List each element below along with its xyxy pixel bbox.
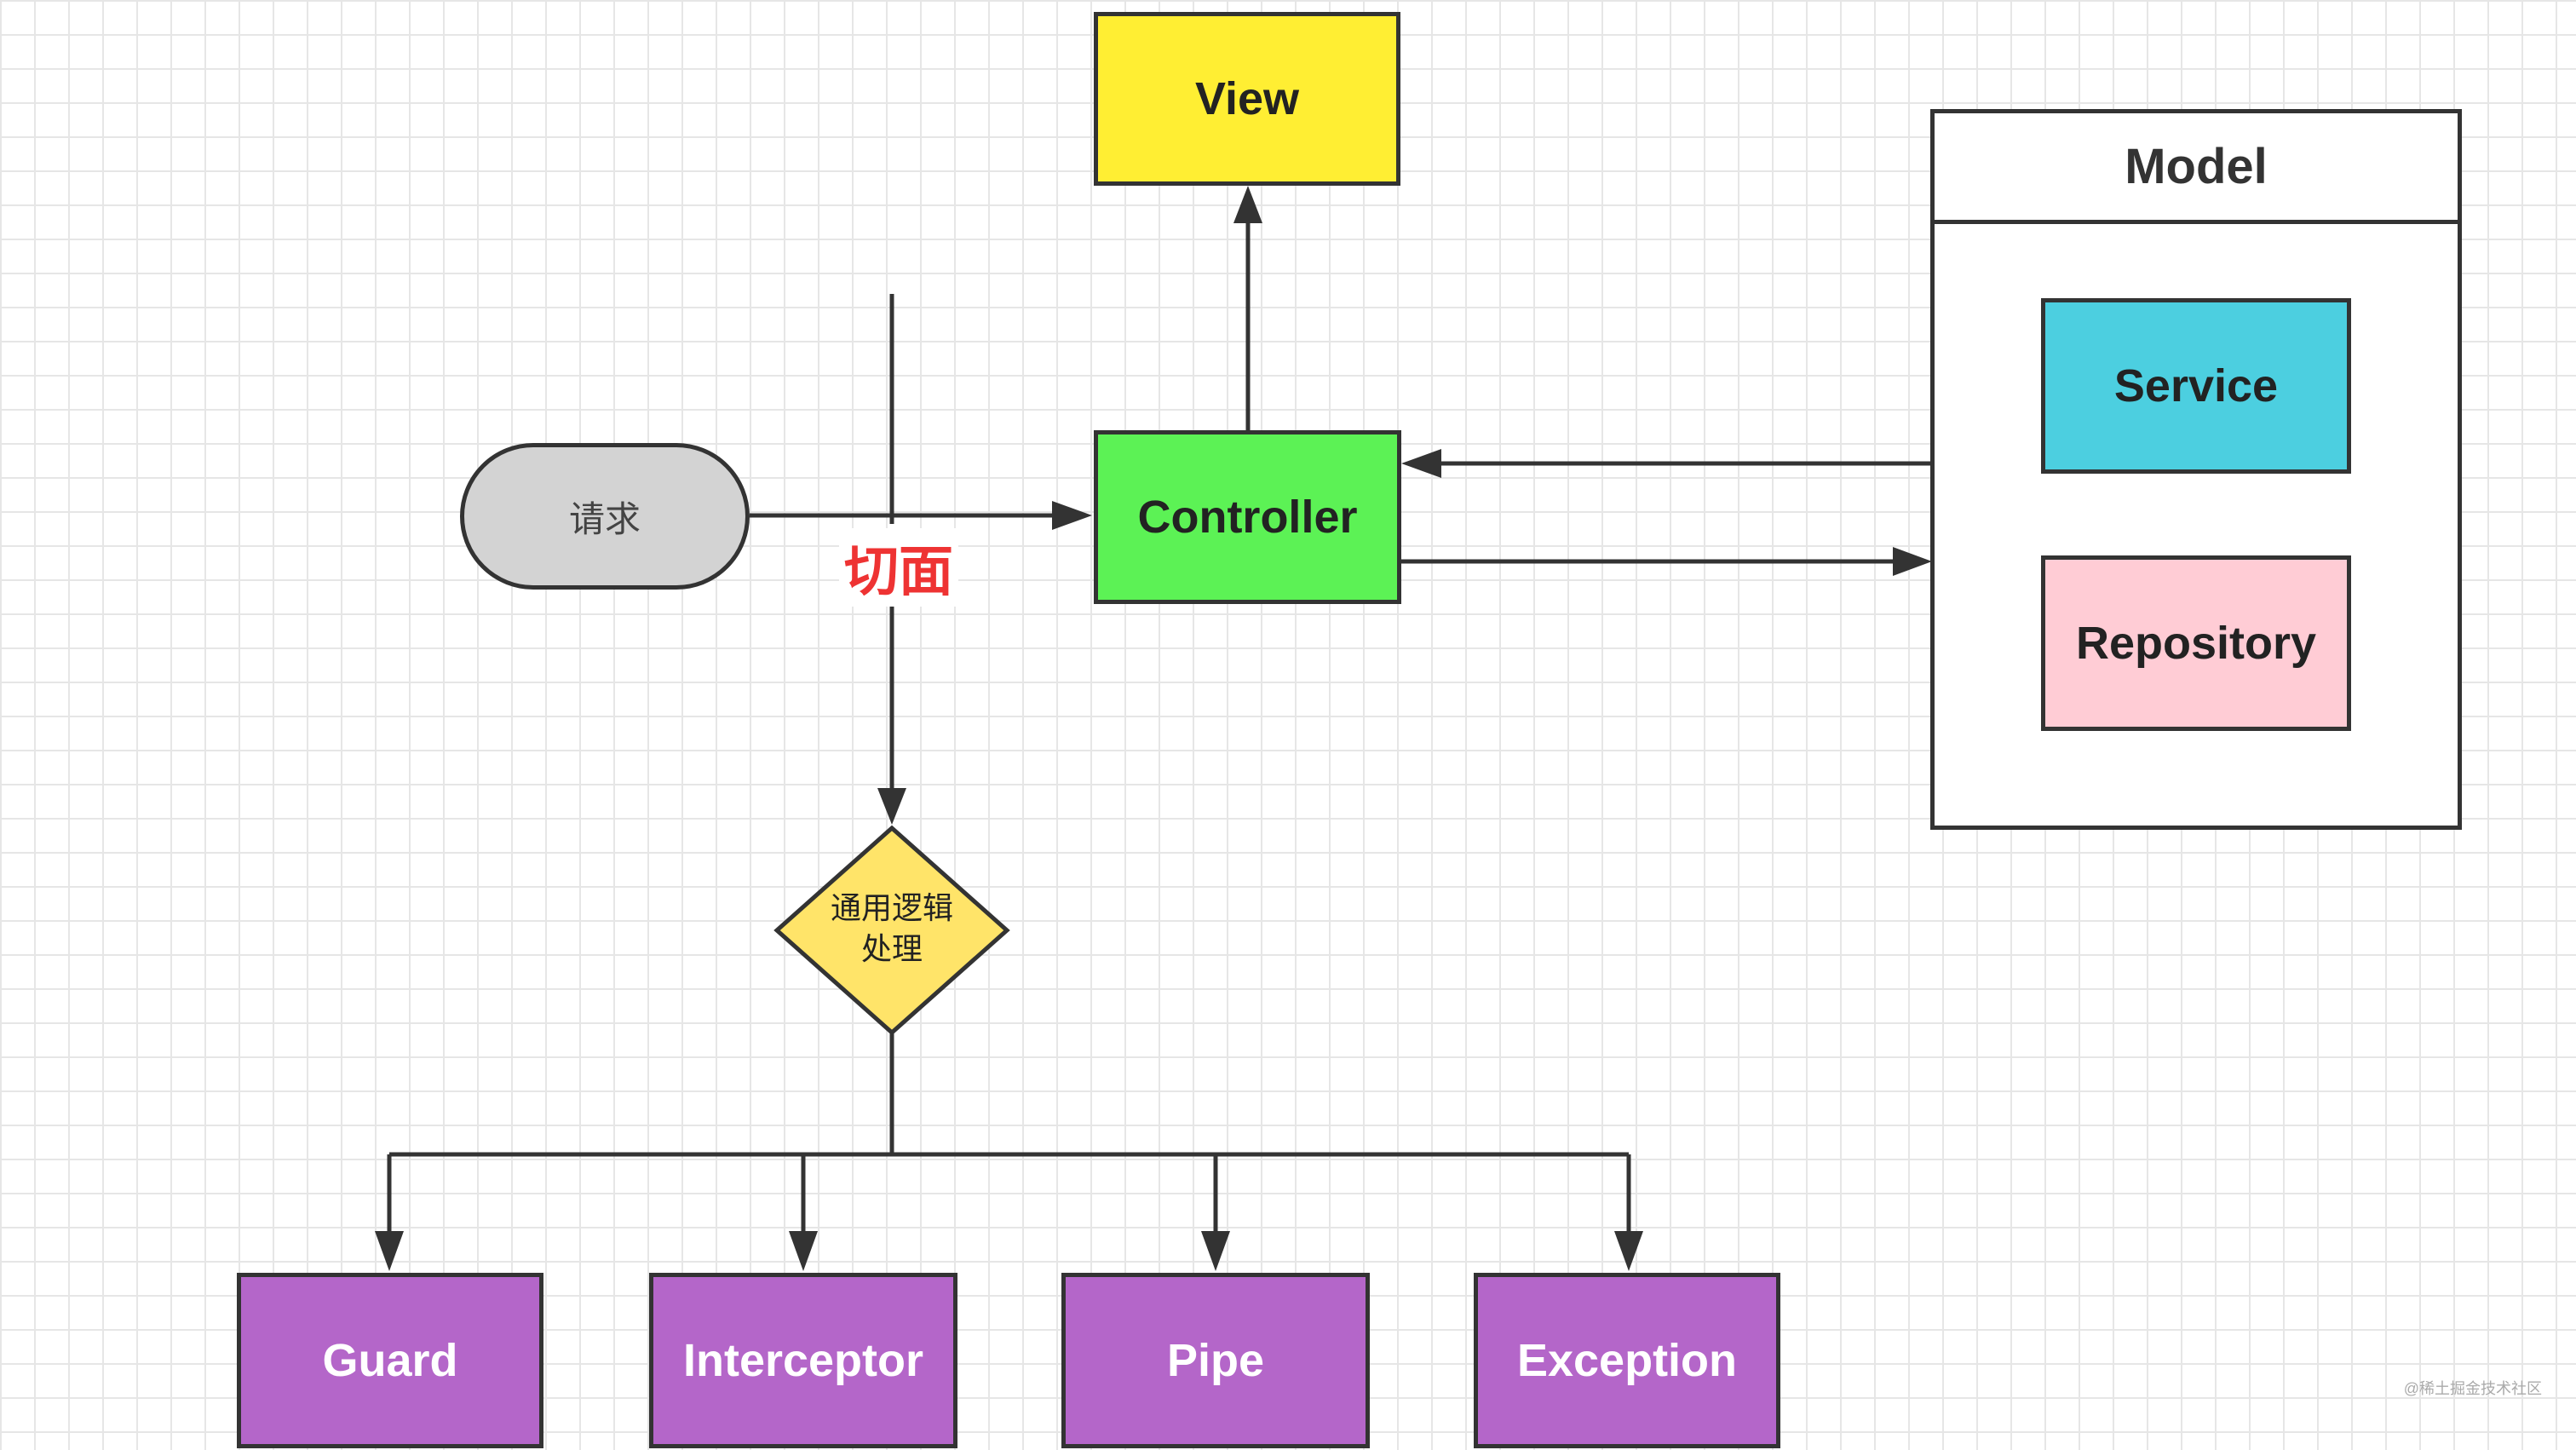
exception-label: Exception xyxy=(1516,1335,1738,1386)
arrowhead-to-controller xyxy=(1052,501,1092,530)
service-node[interactable]: Service xyxy=(2041,298,2351,474)
controller-label: Controller xyxy=(1137,492,1358,543)
arrowhead-to-view xyxy=(1233,186,1262,223)
service-label: Service xyxy=(2113,360,2279,411)
arrowhead-model-to-controller xyxy=(1401,449,1441,478)
request-node[interactable]: 请求 xyxy=(460,443,750,590)
arrowhead-to-interceptor xyxy=(789,1231,818,1271)
guard-node[interactable]: Guard xyxy=(237,1273,543,1448)
request-label: 请求 xyxy=(568,498,641,539)
guard-label: Guard xyxy=(322,1335,458,1386)
interceptor-label: Interceptor xyxy=(682,1335,924,1386)
view-label: View xyxy=(1194,73,1300,124)
aspect-label: 切面 xyxy=(839,528,958,607)
arrowhead-controller-to-model xyxy=(1893,547,1932,576)
controller-node[interactable]: Controller xyxy=(1094,430,1401,604)
repository-node[interactable]: Repository xyxy=(2041,555,2351,731)
pipe-node[interactable]: Pipe xyxy=(1061,1273,1370,1448)
logic-label: 通用逻辑 处理 xyxy=(807,888,977,970)
arrowhead-to-pipe xyxy=(1201,1231,1230,1271)
arrowhead-to-logic xyxy=(877,788,906,825)
watermark: @稀土掘金技术社区 xyxy=(2403,1380,2542,1397)
repository-label: Repository xyxy=(2075,618,2317,669)
logic-label-line2: 处理 xyxy=(860,931,923,966)
pipe-label: Pipe xyxy=(1166,1335,1265,1386)
exception-node[interactable]: Exception xyxy=(1474,1273,1780,1448)
logic-label-line1: 通用逻辑 xyxy=(830,890,953,925)
arrowhead-to-exception xyxy=(1614,1231,1643,1271)
model-title: Model xyxy=(1935,113,2458,224)
view-node[interactable]: View xyxy=(1094,12,1400,186)
interceptor-node[interactable]: Interceptor xyxy=(649,1273,957,1448)
arrowhead-to-guard xyxy=(375,1231,404,1271)
